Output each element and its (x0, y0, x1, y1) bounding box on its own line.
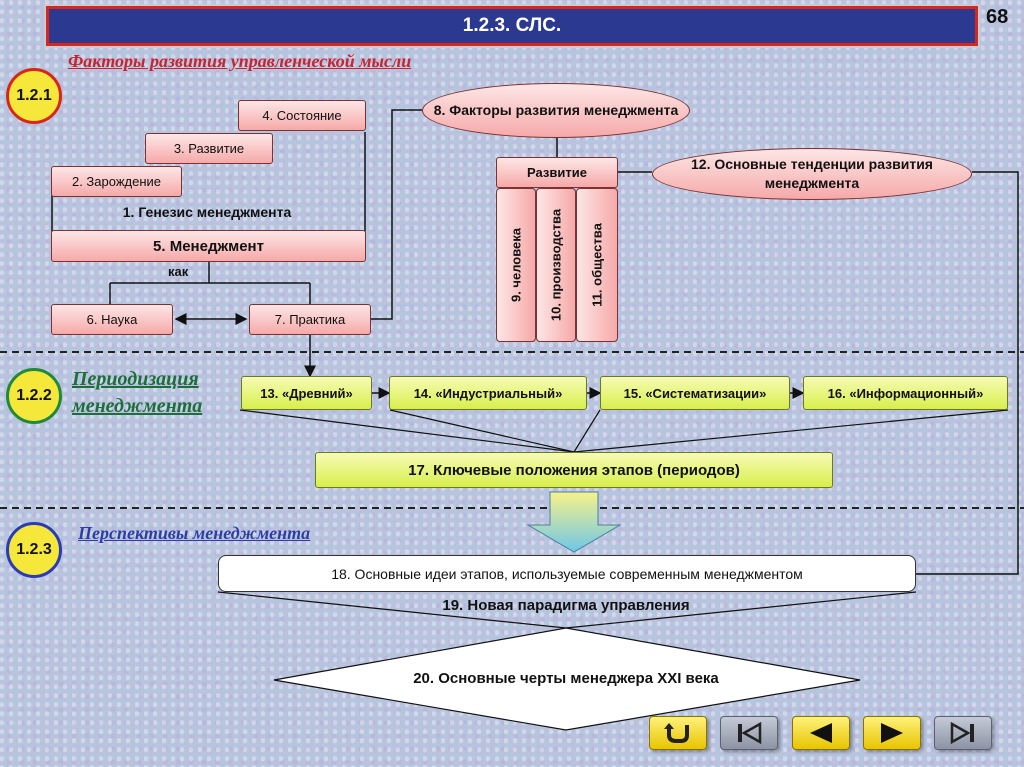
practice-box[interactable]: 7. Практика (249, 304, 371, 335)
modern-ideas-box[interactable]: 18. Основные идеи этапов, используемые с… (218, 555, 916, 592)
periodization-line-1: Периодизация (72, 368, 199, 390)
period-systematization[interactable]: 15. «Систематизации» (600, 376, 790, 410)
period-information[interactable]: 16. «Информационный» (803, 376, 1008, 410)
first-page-icon (738, 721, 762, 745)
section-badge-1-2-1[interactable]: 1.2.1 (6, 68, 62, 124)
human-label: 9. человека (508, 227, 524, 303)
previous-icon (810, 723, 832, 743)
genesis-box-development[interactable]: 3. Развитие (145, 133, 273, 164)
section-badge-1-2-2[interactable]: 1.2.2 (6, 368, 62, 424)
periodization-line-2: менеджмента (72, 395, 203, 417)
next-button[interactable] (863, 716, 921, 750)
last-page-icon (950, 721, 974, 745)
previous-button[interactable] (792, 716, 850, 750)
trends-oval[interactable]: 12. Основные тенденции развития менеджме… (652, 148, 972, 200)
page-title: 1.2.3. СЛС. (44, 4, 980, 48)
genesis-box-state[interactable]: 4. Состояние (238, 100, 366, 131)
next-icon (881, 723, 903, 743)
page-number: 68 (986, 6, 1009, 28)
society-box[interactable]: 11. общества (576, 188, 618, 342)
society-label: 11. общества (589, 223, 605, 307)
period-industrial[interactable]: 14. «Индустриальный» (389, 376, 587, 410)
genesis-box-origin[interactable]: 2. Зарождение (51, 166, 182, 197)
first-page-button[interactable] (720, 716, 778, 750)
period-ancient[interactable]: 13. «Древний» (241, 376, 372, 410)
production-label: 10. производства (548, 208, 564, 322)
last-page-button[interactable] (934, 716, 992, 750)
production-box[interactable]: 10. производства (536, 188, 576, 342)
genesis-label: 1. Генезис менеджмента (122, 204, 292, 220)
key-points-box[interactable]: 17. Ключевые положения этапов (периодов) (315, 452, 833, 488)
management-box[interactable]: 5. Менеджмент (51, 230, 366, 262)
section-badge-1-2-3[interactable]: 1.2.3 (6, 522, 62, 578)
how-label: как (168, 264, 189, 279)
factors-oval[interactable]: 8. Факторы развития менеджмента (422, 83, 690, 138)
return-button[interactable] (649, 716, 707, 750)
section-heading-factors[interactable]: Факторы развития управленческой мысли (68, 51, 412, 71)
new-paradigm-label[interactable]: 19. Новая парадигма управления (442, 597, 690, 614)
science-box[interactable]: 6. Наука (51, 304, 173, 335)
return-icon (664, 723, 689, 743)
human-box[interactable]: 9. человека (496, 188, 536, 342)
development-box[interactable]: Развитие (496, 157, 618, 188)
page-title-text: 1.2.3. СЛС. (462, 15, 562, 36)
section-heading-periodization[interactable]: Периодизация менеджмента (72, 366, 202, 420)
manager-traits-label[interactable]: 20. Основные черты менеджера XXI века (413, 670, 719, 687)
section-heading-perspectives[interactable]: Перспективы менеджмента (78, 523, 311, 543)
